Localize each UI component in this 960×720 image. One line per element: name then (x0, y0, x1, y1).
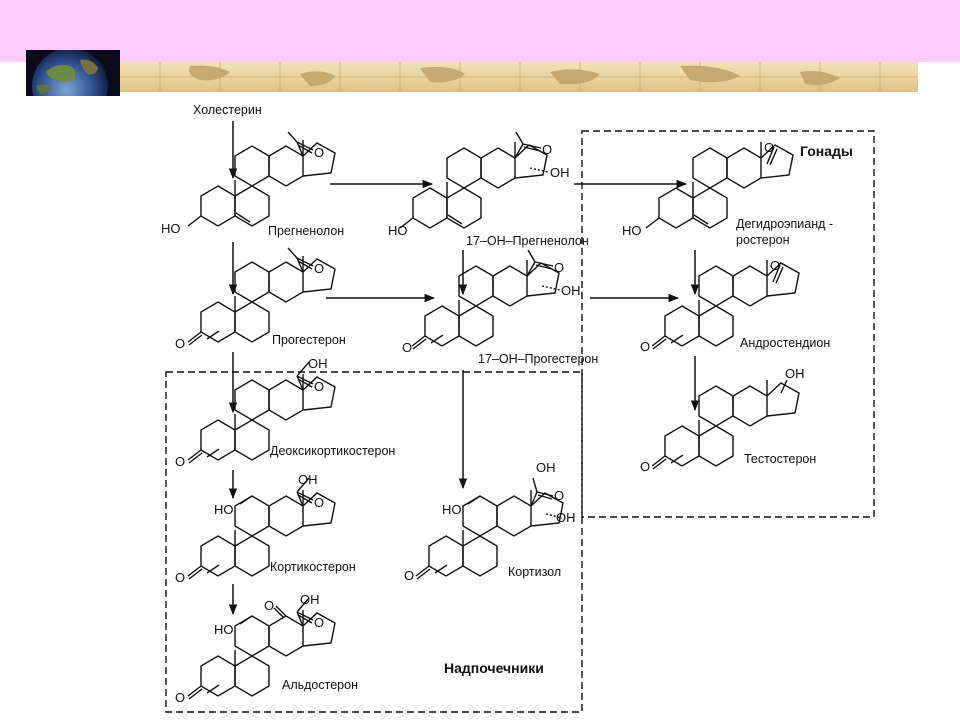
svg-text:HO: HO (622, 223, 642, 238)
world-map-strip (120, 62, 918, 92)
cholesterol-label: Холестерин (193, 103, 262, 117)
svg-text:O: O (554, 488, 564, 503)
dhea-structure: O HO (622, 140, 794, 238)
svg-text:HO: HO (214, 622, 234, 637)
svg-text:HO: HO (161, 221, 181, 236)
svg-text:HO: HO (442, 502, 462, 517)
svg-text:O: O (314, 145, 324, 160)
svg-text:O: O (314, 379, 324, 394)
progesterone-label: Прогестерон (272, 333, 346, 347)
svg-text:O: O (402, 340, 412, 355)
svg-text:O: O (175, 570, 185, 585)
svg-text:O: O (314, 615, 324, 630)
oh17-pregnenolone-label: 17–OH–Прегненолон (466, 234, 589, 248)
aldosterone-label: Альдостерон (282, 678, 358, 692)
svg-text:OH: OH (300, 592, 320, 607)
svg-text:O: O (554, 260, 564, 275)
svg-text:O: O (404, 568, 414, 583)
cortisol-label: Кортизол (508, 565, 561, 579)
dhea-label-line1: Дегидроэпианд - (736, 217, 833, 231)
testosterone-structure: OH O (640, 366, 805, 474)
oh17-progesterone-structure: O OH O (402, 249, 581, 355)
globe-icon (26, 50, 120, 96)
deoxycorticosterone-label: Деоксикортикостерон (270, 444, 395, 458)
svg-text:OH: OH (550, 165, 570, 180)
corticosterone-label: Кортикостерон (270, 560, 356, 574)
svg-text:OH: OH (556, 510, 576, 525)
svg-text:O: O (764, 140, 774, 155)
pregnenolone-label: Прегненолон (268, 224, 344, 238)
svg-text:O: O (770, 258, 780, 273)
svg-text:O: O (175, 336, 185, 351)
testosterone-label: Тестостерон (744, 452, 816, 466)
androstenedione-structure: O O (640, 258, 800, 354)
aldosterone-structure: OH O O HO O (175, 592, 336, 705)
svg-text:OH: OH (561, 283, 581, 298)
androstenedione-label: Андростендион (740, 336, 830, 350)
deoxycorticosterone-structure: OH O O (175, 356, 336, 469)
svg-text:OH: OH (308, 356, 328, 371)
svg-text:O: O (314, 261, 324, 276)
svg-text:O: O (264, 598, 274, 613)
svg-text:OH: OH (785, 366, 805, 381)
svg-text:OH: OH (298, 472, 318, 487)
svg-text:O: O (175, 454, 185, 469)
svg-text:O: O (175, 690, 185, 705)
adrenals-label: Надпочечники (444, 660, 544, 676)
pregnenolone-structure: O HO (161, 131, 336, 236)
oh17-pregnenolone-structure: O OH HO (388, 131, 570, 238)
svg-text:HO: HO (214, 502, 234, 517)
gonads-label: Гонады (800, 143, 853, 159)
adrenals-region: Надпочечники (165, 371, 583, 713)
svg-text:HO: HO (388, 223, 408, 238)
progesterone-structure: O O (175, 247, 336, 351)
cortisol-structure: OH O OH HO O (404, 460, 576, 583)
svg-text:O: O (314, 495, 324, 510)
gonads-region: Гонады (581, 130, 875, 518)
slide-header-bar (0, 0, 960, 62)
dhea-label-line2: ростерон (736, 233, 790, 247)
oh17-progesterone-label: 17–OH–Прогестерон (478, 352, 598, 366)
corticosterone-structure: OH O HO O (175, 472, 336, 585)
svg-text:OH: OH (536, 460, 556, 475)
svg-text:O: O (640, 459, 650, 474)
svg-text:O: O (640, 339, 650, 354)
svg-text:O: O (542, 142, 552, 157)
